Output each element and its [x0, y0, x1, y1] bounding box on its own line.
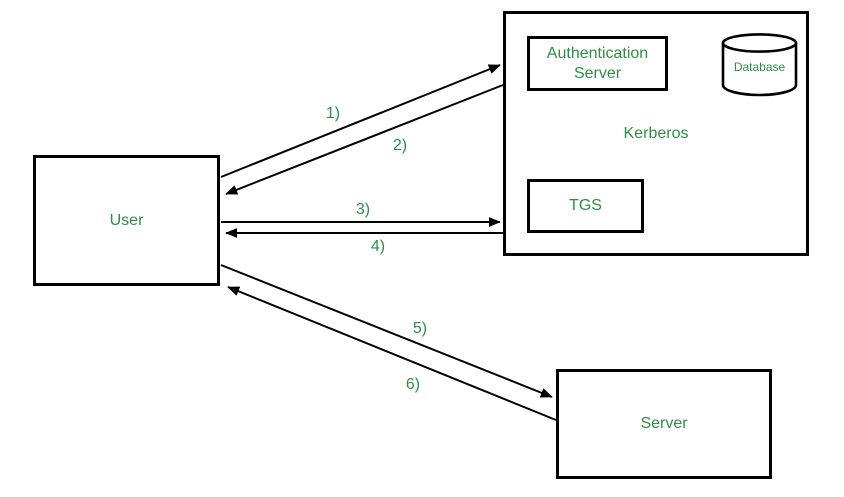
- arrow-5-label: 5): [412, 320, 428, 337]
- tgs-node: TGS: [527, 179, 644, 233]
- kerberos-label: Kerberos: [623, 125, 689, 142]
- database-node: Database: [721, 32, 798, 97]
- arrow-2-authserver-to-user: [225, 84, 504, 195]
- arrow-4-label: 4): [370, 238, 386, 255]
- arrow-1-label: 1): [325, 105, 341, 122]
- arrow-2-label: 2): [392, 137, 408, 154]
- auth-server-node: Authentication Server: [527, 36, 668, 91]
- arrow-3-label: 3): [355, 201, 371, 218]
- tgs-label: TGS: [569, 197, 602, 214]
- database-label: Database: [733, 60, 786, 74]
- server-label: Server: [640, 415, 688, 432]
- arrow-1-user-to-authserver: [220, 64, 501, 178]
- auth-server-label: Authentication Server: [546, 44, 649, 82]
- server-node: Server: [556, 369, 772, 479]
- arrow-6-server-to-user: [227, 286, 557, 421]
- user-node: User: [33, 155, 220, 286]
- arrow-6-label: 6): [405, 376, 421, 393]
- arrow-5-user-to-server: [220, 264, 553, 398]
- user-label: User: [109, 211, 144, 229]
- database-cylinder-icon: [721, 33, 798, 97]
